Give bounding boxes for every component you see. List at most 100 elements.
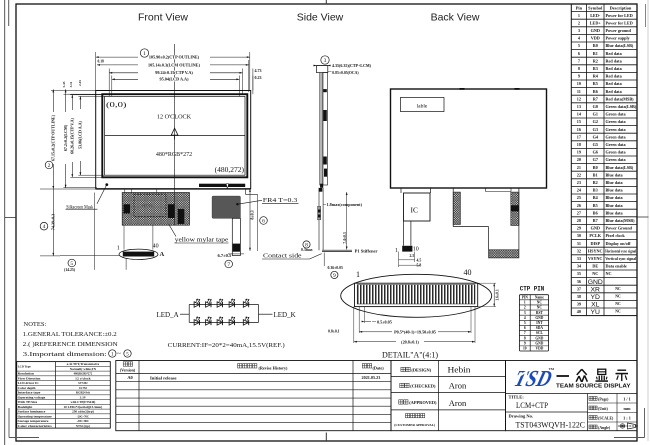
svg-text:Red data: Red data bbox=[606, 51, 623, 56]
svg-text:B1: B1 bbox=[593, 172, 598, 177]
svg-text:17: 17 bbox=[577, 134, 581, 139]
svg-text:10: 10 bbox=[523, 347, 527, 351]
svg-text:R6: R6 bbox=[593, 89, 598, 94]
svg-text:53.86(LCD A.A): 53.86(LCD A.A) bbox=[78, 121, 83, 149]
svg-text:16: 16 bbox=[577, 127, 581, 132]
svg-text:Name: Name bbox=[535, 295, 544, 299]
svg-text:Red data: Red data bbox=[606, 58, 623, 63]
svg-text:LCM+CTP: LCM+CTP bbox=[516, 401, 548, 410]
svg-text:Symbol: Symbol bbox=[588, 5, 603, 10]
svg-text:(Angle): (Angle) bbox=[598, 426, 611, 430]
svg-text:Blue data: Blue data bbox=[606, 188, 624, 193]
svg-text:0.36±0.05: 0.36±0.05 bbox=[328, 266, 343, 270]
svg-text:29: 29 bbox=[577, 226, 581, 231]
svg-text:11: 11 bbox=[577, 89, 581, 94]
svg-text:5: 5 bbox=[70, 261, 73, 267]
svg-text:2.( )REFERENCE DIMENSION: 2.( )REFERENCE DIMENSION bbox=[23, 341, 118, 348]
svg-text:74.39±0.3: 74.39±0.3 bbox=[51, 214, 56, 230]
svg-text:lable: lable bbox=[417, 103, 428, 109]
svg-text:(Revise History): (Revise History) bbox=[259, 365, 289, 370]
svg-text:3: 3 bbox=[578, 28, 580, 33]
svg-text:G0: G0 bbox=[593, 104, 598, 109]
svg-text:Green data: Green data bbox=[606, 127, 627, 132]
svg-text:67.2±0.2(LCM): 67.2±0.2(LCM) bbox=[63, 124, 68, 151]
svg-text:24: 24 bbox=[577, 188, 582, 193]
svg-text:G3: G3 bbox=[593, 127, 598, 132]
svg-text:TITLE:: TITLE: bbox=[509, 395, 525, 400]
svg-text:Contact side: Contact side bbox=[263, 254, 302, 260]
svg-text:Green data: Green data bbox=[606, 134, 627, 139]
svg-text:Power ground: Power ground bbox=[606, 28, 632, 33]
svg-text:(DESIGN): (DESIGN) bbox=[411, 368, 431, 373]
svg-text:DETAIL"A"(4:1): DETAIL"A"(4:1) bbox=[382, 351, 438, 360]
svg-text:Color characteristics: Color characteristics bbox=[18, 424, 53, 428]
svg-text:NC: NC bbox=[615, 302, 621, 306]
svg-text:9: 9 bbox=[333, 273, 336, 279]
svg-text:Red data: Red data bbox=[606, 66, 623, 71]
svg-text:NC: NC bbox=[606, 271, 612, 276]
svg-text:38: 38 bbox=[577, 294, 581, 299]
svg-text:6: 6 bbox=[524, 326, 526, 330]
svg-text:B3: B3 bbox=[593, 188, 598, 193]
svg-text:35: 35 bbox=[577, 271, 581, 276]
svg-text:1.6±0.1: 1.6±0.1 bbox=[496, 289, 500, 301]
svg-text:1 : 1: 1 : 1 bbox=[623, 416, 631, 421]
svg-text:4.35(6.35)(CTP+LCM): 4.35(6.35)(CTP+LCM) bbox=[332, 63, 372, 68]
svg-text:22: 22 bbox=[577, 172, 581, 177]
svg-text:NC: NC bbox=[615, 295, 621, 299]
svg-text:Green data: Green data bbox=[606, 157, 627, 162]
svg-text:0.3max: 0.3max bbox=[301, 248, 313, 252]
svg-text:7: 7 bbox=[578, 58, 580, 63]
svg-text:NC: NC bbox=[537, 301, 543, 305]
svg-text:Color depth: Color depth bbox=[18, 386, 36, 390]
svg-text:NC: NC bbox=[592, 271, 598, 276]
svg-text:5.8: 5.8 bbox=[417, 264, 422, 268]
svg-text:Drawing No.: Drawing No. bbox=[509, 413, 534, 418]
svg-text:P0.5*(40-1)=19.50±0.05: P0.5*(40-1)=19.50±0.05 bbox=[394, 329, 436, 334]
svg-text:0.18: 0.18 bbox=[98, 59, 104, 63]
svg-text:10: 10 bbox=[577, 81, 581, 86]
svg-text:Horizontal sync signal: Horizontal sync signal bbox=[605, 248, 637, 253]
svg-text:RST: RST bbox=[536, 311, 544, 315]
svg-text:8: 8 bbox=[305, 242, 308, 248]
svg-text:Normally white,TN: Normally white,TN bbox=[70, 367, 97, 371]
svg-text:G4: G4 bbox=[593, 134, 599, 139]
svg-text:B4: B4 bbox=[593, 195, 599, 200]
svg-text:Power supply: Power supply bbox=[606, 36, 631, 41]
svg-text:0.5±0.05: 0.5±0.05 bbox=[377, 320, 392, 325]
svg-text:DISP: DISP bbox=[590, 241, 600, 246]
svg-text:GND: GND bbox=[535, 316, 543, 320]
svg-text:Blue data: Blue data bbox=[606, 172, 624, 177]
svg-text:Vertical sync signal: Vertical sync signal bbox=[605, 256, 637, 261]
svg-text:3.3V: 3.3V bbox=[80, 395, 87, 399]
svg-text:10 LEDs*2(serial)(15.3mm): 10 LEDs*2(serial)(15.3mm) bbox=[64, 405, 103, 409]
svg-text:Display on/off: Display on/off bbox=[606, 241, 632, 246]
svg-text:GND: GND bbox=[591, 28, 600, 33]
svg-text:25: 25 bbox=[577, 195, 581, 200]
svg-text:XL: XL bbox=[591, 302, 600, 309]
svg-text:R0: R0 bbox=[593, 43, 598, 48]
svg-text:33: 33 bbox=[577, 256, 581, 261]
svg-text:3.11: 3.11 bbox=[69, 81, 73, 87]
svg-text:18: 18 bbox=[577, 142, 581, 147]
svg-text:1: 1 bbox=[356, 270, 360, 279]
svg-text:105.90±0.2(CTP OUTLINE): 105.90±0.2(CTP OUTLINE) bbox=[149, 55, 200, 60]
svg-text:(Unit): (Unit) bbox=[598, 407, 608, 411]
svg-text:(Page): (Page) bbox=[598, 398, 609, 402]
svg-text:8: 8 bbox=[578, 66, 580, 71]
svg-text:GND: GND bbox=[535, 341, 543, 345]
svg-text:(Date): (Date) bbox=[373, 365, 385, 370]
svg-text:2021.05.23: 2021.05.23 bbox=[362, 375, 381, 380]
svg-text:37: 37 bbox=[577, 286, 581, 291]
svg-text:30: 30 bbox=[577, 233, 581, 238]
svg-text:Green data(LSB): Green data(LSB) bbox=[606, 104, 637, 109]
svg-text:FR4 T=0.3: FR4 T=0.3 bbox=[263, 198, 298, 204]
svg-text:Blue data: Blue data bbox=[606, 203, 624, 208]
svg-text:G5: G5 bbox=[593, 142, 598, 147]
svg-text:Description: Description bbox=[610, 5, 632, 10]
svg-text:B6: B6 bbox=[593, 210, 598, 215]
svg-text:9: 9 bbox=[524, 341, 526, 345]
svg-text:R2: R2 bbox=[593, 58, 598, 63]
svg-text:(480,272): (480,272) bbox=[215, 165, 245, 174]
svg-text:2.45: 2.45 bbox=[78, 80, 82, 86]
